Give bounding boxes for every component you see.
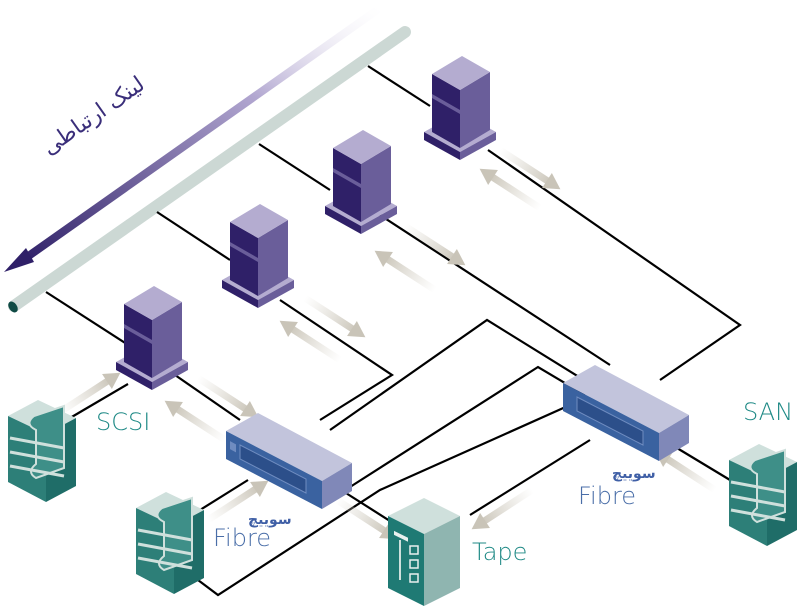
scsi-disk-icon[interactable] [8, 400, 76, 502]
cable-switchR-lower [349, 365, 586, 488]
switches [226, 365, 689, 509]
cable-backbone-server2 [156, 211, 231, 261]
cable-backbone-server1 [45, 291, 137, 351]
cable-server4-switchR [487, 149, 742, 381]
cable-switchL-switchR-upper [329, 318, 601, 431]
san-label: SAN [743, 398, 794, 426]
switch-left-label-en: Fibre [213, 524, 272, 552]
cable-scsi-server1 [69, 383, 129, 419]
cable-server2-trunk [279, 299, 395, 421]
switch-right-label-en: Fibre [578, 482, 637, 510]
switch-right-label-fa: سوییچ [612, 466, 656, 482]
fibre-disk-icon[interactable] [136, 492, 204, 594]
arrow-icon [159, 393, 230, 448]
cable-server1-switchL [174, 374, 241, 421]
server-icon[interactable] [424, 56, 496, 160]
tape-label: Tape [472, 538, 528, 566]
disk-arrays [8, 400, 797, 594]
cable-server3-switchR [379, 214, 611, 366]
san-disk-icon[interactable] [729, 444, 797, 546]
fibre-switch-icon[interactable] [226, 413, 352, 509]
server-icon[interactable] [222, 204, 294, 308]
cables [45, 65, 742, 597]
cable-switchR-tape [469, 439, 591, 516]
server-icon[interactable] [116, 286, 188, 390]
fibre-switch-icon[interactable] [563, 365, 689, 461]
cable-backbone-server3 [258, 143, 331, 191]
cable-fibre-disk-bottom [189, 403, 571, 597]
backbone-pipe [8, 26, 411, 313]
switch-left-label-fa: سوییچ [248, 512, 292, 528]
cable-switchR-san [671, 444, 731, 481]
server-icon[interactable] [325, 130, 397, 234]
cable-backbone-server4 [367, 65, 431, 107]
arrow-icon [369, 243, 440, 298]
arrow-icon [274, 313, 345, 368]
tape-library-icon[interactable] [388, 498, 460, 606]
servers [116, 56, 496, 390]
cable-fibre-disk-switchL [199, 479, 249, 511]
scsi-label: SCSI [96, 408, 151, 436]
backbone-link-arrow [4, 4, 384, 272]
arrow-icon [400, 218, 471, 273]
